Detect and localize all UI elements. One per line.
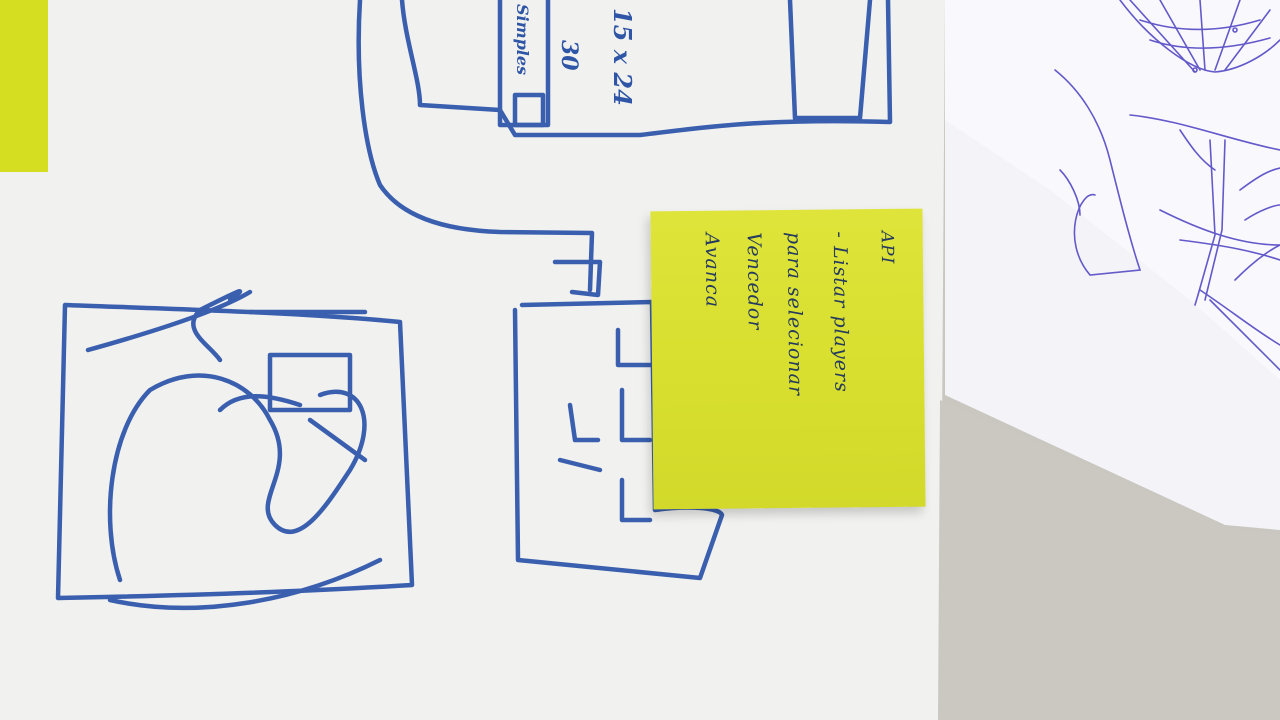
note-line-avanca: Avanca (700, 232, 724, 309)
top-frame-sketch (399, 0, 893, 138)
note-line-api: API (876, 230, 898, 265)
board-label-simples: Simples (513, 4, 532, 76)
left-box-sketch (55, 302, 415, 601)
note-line-listar: - Listar players (828, 231, 853, 393)
sticky-note: API - Listar players para selecionar Ven… (650, 208, 926, 510)
board-label-size: 15 x 24 (608, 8, 637, 106)
note-line-vencedor: Vencedor (742, 232, 766, 331)
left-sticky-note (0, 0, 48, 172)
note-line-selecionar: para selecionar (782, 231, 807, 397)
sticky-note-text: API - Listar players para selecionar Ven… (650, 209, 925, 510)
connector-line (356, 0, 595, 293)
board-label-number: 30 (556, 40, 582, 71)
